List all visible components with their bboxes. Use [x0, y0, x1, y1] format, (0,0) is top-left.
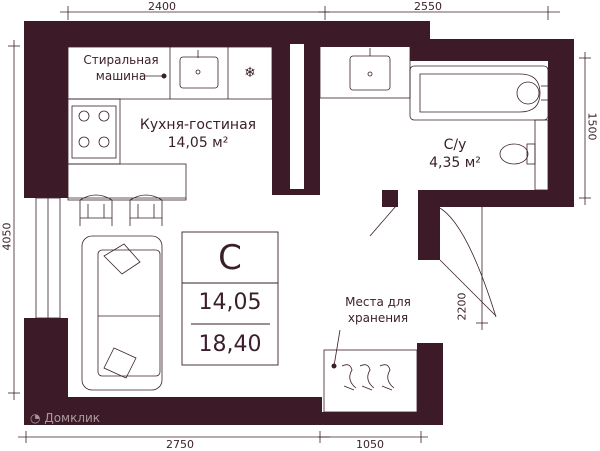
dimension-left: 4050 — [0, 222, 14, 251]
total-area: 18,40 — [198, 332, 262, 357]
washing-machine-label: Стиральная машина — [83, 53, 159, 83]
bath-area: 4,35 м² — [429, 155, 481, 171]
dimension-top-right: 2550 — [414, 0, 442, 13]
bathroom-fixtures — [319, 45, 553, 191]
kitchen-name: Кухня-гостиная — [139, 117, 257, 133]
kitchen-counter — [67, 46, 273, 201]
storage-label: Места для хранения — [345, 295, 411, 325]
wall-openings — [290, 44, 418, 205]
unit-type: С — [218, 238, 242, 278]
bath-name: С/у — [443, 137, 467, 153]
doors — [369, 205, 497, 318]
bar-stools — [79, 194, 163, 226]
left-window — [35, 197, 61, 319]
kitchen-area: 14,05 м² — [167, 135, 229, 151]
unit-summary-table — [181, 231, 279, 366]
leader-line — [331, 329, 341, 369]
snowflake-icon: ❄ — [244, 65, 256, 81]
domclick-logo-icon: ◔ — [30, 411, 41, 425]
sofa — [81, 235, 163, 391]
dimension-bottom-left: 2750 — [166, 438, 194, 451]
dimension-right-lower: 2200 — [455, 292, 469, 321]
watermark-text: Домклик — [44, 411, 101, 425]
dimension-bottom-right: 1050 — [356, 438, 384, 451]
storage-wardrobe — [323, 349, 418, 413]
dimension-top-left: 2400 — [148, 0, 176, 13]
watermark: ◔ Домклик — [30, 411, 100, 425]
dimension-right: 1500 — [585, 112, 599, 141]
washing-machine-leader — [140, 73, 167, 79]
living-area: 14,05 — [198, 290, 262, 315]
